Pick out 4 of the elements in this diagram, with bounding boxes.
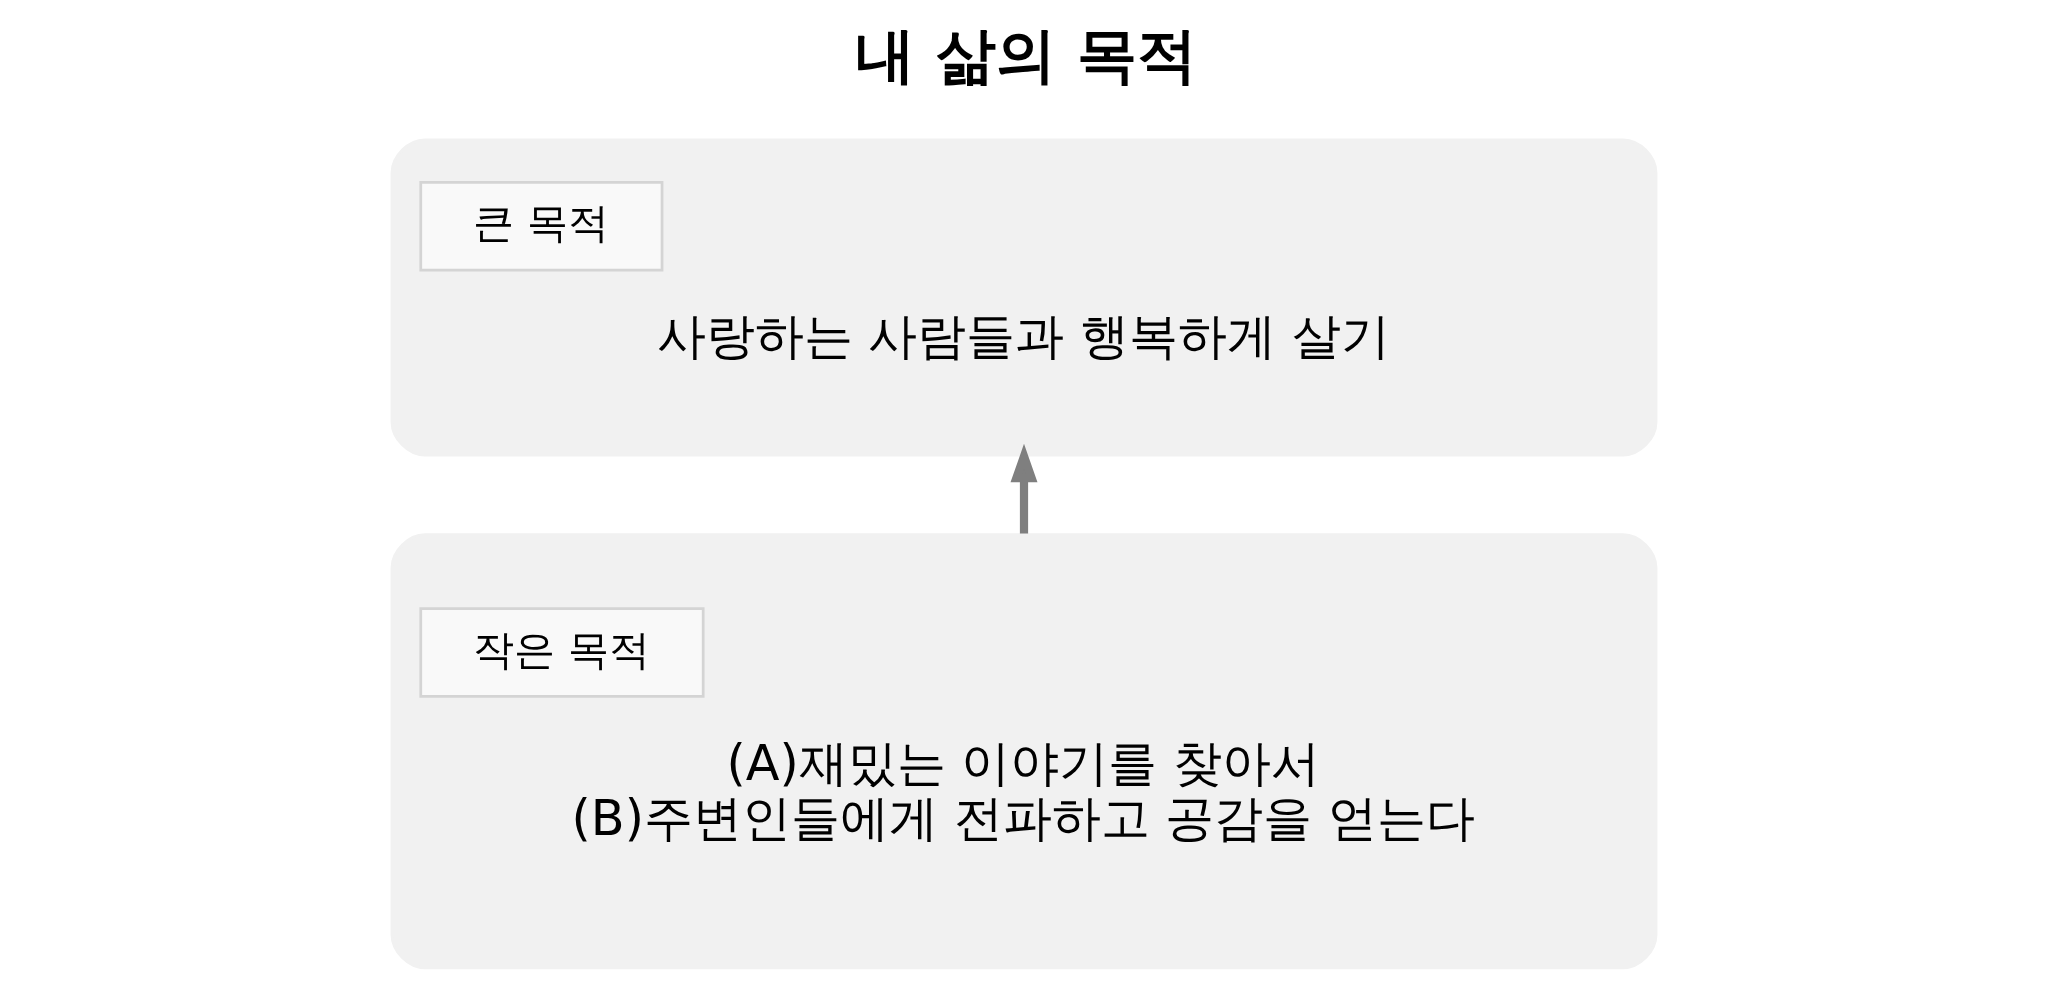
node-box: 큰 목적 사랑하는 사람들과 행복하게 살기	[390, 138, 1658, 457]
node-box: 작은 목적 (A)재밌는 이야기를 찾아서 (B)주변인들에게 전파하고 공감을 얻는다	[390, 533, 1658, 970]
diagram-title: 내 삶의 목적	[855, 19, 1198, 90]
arrow	[1010, 443, 1038, 534]
